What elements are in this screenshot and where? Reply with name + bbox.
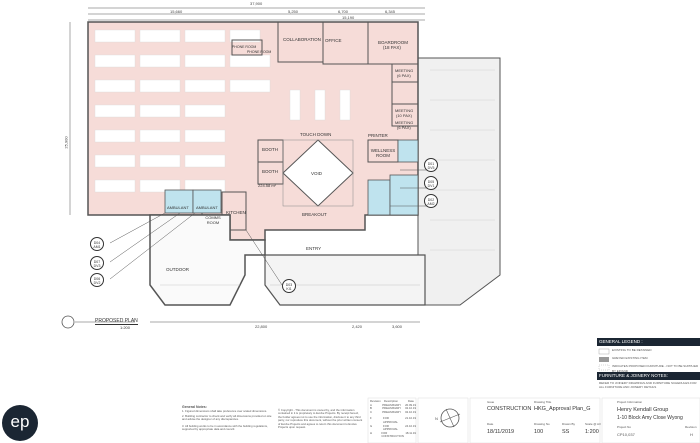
room-boardroom: BOARDROOM [378,40,409,45]
furniture-notes: REFER TO JOINERY DRAWINGS AND FURNITURE … [599,381,697,389]
north-label: N [435,416,438,421]
room-meeting: MEETING [395,120,414,125]
dim: 5,250 [288,9,299,14]
drawing-title: HKG_Approval Plan_G [534,406,591,412]
dim: 15,660 [170,9,183,14]
drawn-by-label: Drawn By [562,422,576,426]
dim: 15,190 [342,15,355,20]
dim: 25,900 [63,136,69,149]
notes-title: General Notes: [182,405,207,409]
room-area: 224.58 m² [258,183,277,188]
issue-value: CONSTRUCTION [487,406,532,412]
drawing-title-label: Drawing Title [534,400,552,404]
drawn-by: SS [562,429,570,435]
room-booth: BOOTH [262,169,279,174]
dim: 6,345 [385,9,396,14]
revision-label: Revision [685,425,697,429]
legend-item: EXISTING TO BE RETAINED [612,348,652,352]
copyright: © Copyright - This document is owned by,… [278,408,363,430]
project-info-label: Project Information [617,400,643,404]
room-void: VOID [311,171,323,176]
room-kitchen: KITCHEN [226,210,246,215]
issue-label: Issue [487,400,495,404]
dim: 22,800 [255,324,268,329]
room-touchdown: TOUCH DOWN [300,132,332,137]
room-meeting-pax: (6 PAX) [397,73,411,78]
project-no: CP10,037 [617,432,635,437]
room-booth: BOOTH [262,147,279,152]
dim-overall: 37,900 [250,1,263,6]
dim: 6,700 [338,9,349,14]
plan-scale: 1:200 [120,325,131,330]
room-wellness: WELLNESS ROOM [370,148,396,158]
note: 2. Building contractor to check and veri… [182,414,272,422]
room-meeting-pax: (10 PAX) [396,113,412,118]
drawing-no: 100 [534,429,544,435]
room-ambulant: AMBULANT [167,205,189,210]
plan-title: PROPOSED PLAN [95,318,138,325]
project-no-label: Project No [617,425,632,429]
north-arrow-icon [440,408,460,428]
room-meeting: MEETING [395,68,414,73]
dim: 2,420 [352,324,363,329]
room-boardroom-pax: (18 PAX) [383,45,401,50]
room-outdoor: OUTDOOR [166,267,189,272]
room-comms: COMMS ROOM [205,215,221,225]
room-meeting: MEETING [395,108,414,113]
room-meeting-pax: (6 PAX) [397,125,411,130]
legend-item: INDICATES PROPOSED FURNITURE - NOT TO BE… [612,364,699,373]
room-phone: PHONE ROOM [232,45,257,49]
date-value: 18/11/2019 [487,429,515,435]
legend-item: GREYED EXISTING ITEM [612,356,648,360]
client-name: Henry Kendall Group [617,407,669,413]
room-collaboration: COLLABORATION [283,37,321,42]
legend-title: GENERAL LEGEND : [599,339,643,344]
room-phone: PHONE ROOM [247,50,272,54]
drawing-no-label: Drawing No [534,422,550,426]
note: 3. All building works to be in accordanc… [182,424,268,432]
room-breakout: BREAKOUT [302,212,327,217]
revision-value: H [690,432,693,437]
furniture-notes-title: FURNITURE & JOINERY NOTES: [599,373,668,378]
date-label: Date [487,422,494,426]
room-office: OFFICE [325,38,342,43]
company-logo: ep [2,405,38,441]
dim: 3,600 [392,324,403,329]
scale-label: Scale @ A3 [585,422,601,426]
project-address: 1-10 Block Amy Close Wyong [617,415,683,421]
room-entry: ENTRY [306,246,322,251]
room-ambulant: AMBULANT [196,205,218,210]
scale: 1:200 [585,429,599,435]
note: 1. Figured dimensions shall take prefere… [182,409,268,413]
room-printer: PRINTER [368,133,388,138]
